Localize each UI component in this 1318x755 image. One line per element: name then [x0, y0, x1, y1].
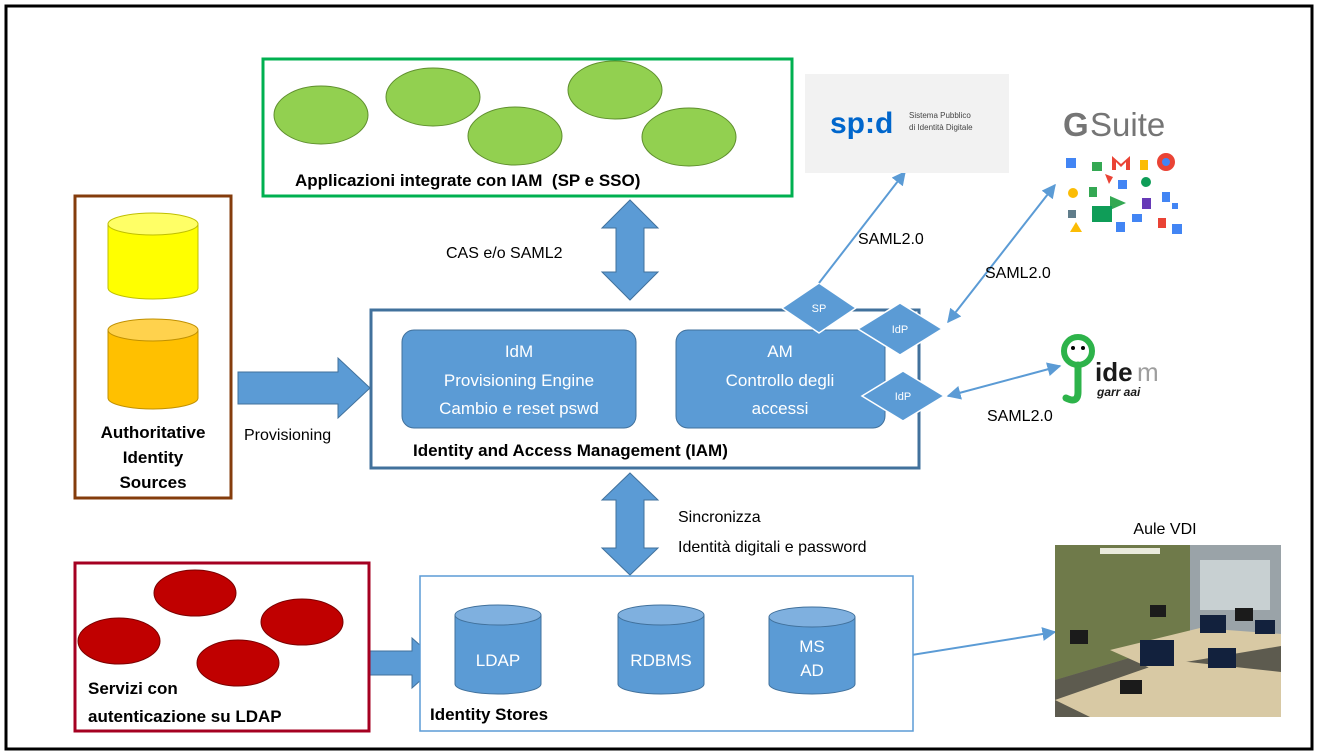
cas-double-arrow — [600, 199, 660, 301]
ldap-service-ellipse-3 — [260, 598, 344, 646]
orange-database-icon — [107, 318, 199, 410]
idp-diamond-1-label: IdP — [892, 324, 909, 336]
app-ellipse-3 — [567, 60, 663, 120]
ldap-service-ellipse-2 — [77, 617, 161, 665]
gsuite-logo-g: G — [1063, 106, 1089, 143]
rdbms-store-label: RDBMS — [630, 651, 691, 670]
idem-connector — [946, 362, 1062, 400]
am-module — [675, 329, 886, 429]
spid-logo: sp:d Sistema Pubblico di Identità Digita… — [805, 74, 1009, 173]
gsuite-logo: G Suite — [1063, 106, 1182, 234]
idem-logo-part1: ide — [1095, 357, 1133, 387]
auth-sources-line1: Authoritative — [101, 423, 206, 442]
spid-logo-mark: sp:d — [830, 107, 893, 140]
identity-stores-box: LDAP RDBMS MS AD Identity Stores — [419, 575, 914, 732]
ldap-services-line2: autenticazione su LDAP — [88, 707, 282, 726]
spid-connector — [818, 170, 906, 284]
vdi-classroom-photo — [1055, 545, 1281, 717]
sync-double-arrow — [600, 472, 660, 576]
spid-logo-line1: Sistema Pubblico — [909, 111, 971, 120]
rdbms-database-icon: RDBMS — [617, 604, 705, 695]
idm-line2: Provisioning Engine — [444, 371, 594, 390]
identity-stores-title: Identity Stores — [430, 705, 548, 724]
auth-sources-box: Authoritative Identity Sources — [73, 194, 233, 500]
idem-logo: ide m garr aai — [1061, 334, 1159, 404]
idm-line3: Cambio e reset pswd — [439, 399, 599, 418]
am-line3: accessi — [752, 399, 809, 418]
am-line1: AM — [767, 342, 793, 361]
ldap-store-label: LDAP — [476, 651, 520, 670]
vdi-lab: Aule VDI — [1055, 521, 1281, 717]
gsuite-apps-icon — [1066, 153, 1182, 234]
ldap-services-line1: Servizi con — [88, 679, 178, 698]
idp-diamond-1: IdP — [856, 302, 944, 356]
auth-sources-line3: Sources — [119, 473, 186, 492]
yellow-database-icon — [107, 212, 199, 300]
cas-label: CAS e/o SAML2 — [446, 245, 563, 262]
app-ellipse-5 — [641, 107, 737, 167]
spid-logo-line2: di Identità Digitale — [909, 123, 973, 132]
provisioning-label: Provisioning — [244, 427, 331, 444]
saml-spid-label: SAML2.0 — [858, 231, 924, 248]
app-ellipse-2 — [385, 67, 481, 127]
spid-logo-bg — [805, 74, 1009, 173]
gsuite-connector — [947, 183, 1056, 324]
app-ellipse-4 — [467, 106, 563, 166]
idem-mascot-icon — [1061, 334, 1095, 404]
ldap-service-ellipse-4 — [196, 639, 280, 687]
sp-diamond: SP — [780, 282, 858, 334]
msad-database-icon: MS AD — [768, 606, 856, 695]
iam-box: IdM Provisioning Engine Cambio e reset p… — [369, 308, 921, 470]
auth-sources-line2: Identity — [123, 448, 184, 467]
provisioning-arrow — [237, 356, 371, 420]
idm-module — [401, 329, 637, 429]
iam-title: Identity and Access Management (IAM) — [413, 441, 728, 460]
idem-logo-part2: m — [1137, 357, 1159, 387]
app-ellipse-1 — [273, 85, 369, 145]
saml-gsuite-label: SAML2.0 — [985, 265, 1051, 282]
apps-box-label: Applicazioni integrate con IAM (SP e SSO… — [295, 171, 640, 190]
vdi-label: Aule VDI — [1133, 521, 1196, 538]
msad-store-line1: MS — [799, 637, 825, 656]
sp-diamond-label: SP — [812, 303, 827, 315]
am-line2: Controllo degli — [726, 371, 835, 390]
saml-idem-label: SAML2.0 — [987, 408, 1053, 425]
gsuite-logo-text: Suite — [1090, 106, 1165, 143]
ldap-service-ellipse-1 — [153, 569, 237, 617]
apps-box: Applicazioni integrate con IAM (SP e SSO… — [261, 57, 794, 198]
idem-logo-sub: garr aai — [1096, 385, 1141, 399]
sync-line2: Identità digitali e password — [678, 539, 867, 556]
ldap-services-box: Servizi con autenticazione su LDAP — [73, 561, 371, 733]
idp-diamond-2: IdP — [860, 370, 946, 422]
msad-store-line2: AD — [800, 661, 824, 680]
sync-line1: Sincronizza — [678, 509, 761, 526]
idm-line1: IdM — [505, 342, 533, 361]
ldap-database-icon: LDAP — [454, 604, 542, 695]
idp-diamond-2-label: IdP — [895, 391, 912, 403]
